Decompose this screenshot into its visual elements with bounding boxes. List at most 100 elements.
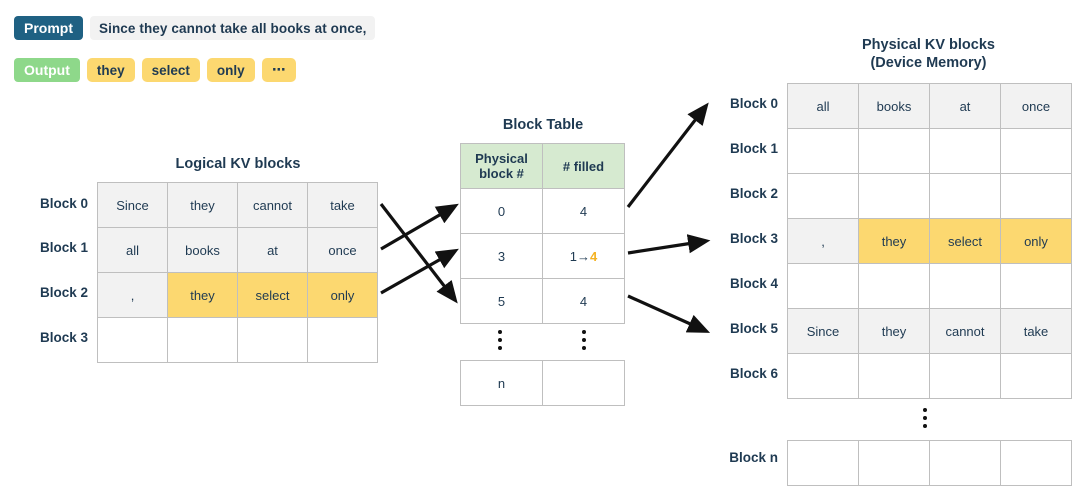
block-table-physical-cell: 3 bbox=[460, 233, 543, 279]
physical-kv-cell bbox=[929, 263, 1001, 309]
physical-kv-cell: take bbox=[1000, 308, 1072, 354]
output-badge: Output bbox=[14, 58, 80, 82]
block-table-header-row: Physical block ## filled bbox=[460, 143, 625, 189]
physical-kv-last-cell bbox=[929, 440, 1001, 486]
block-table-physical-cell: 0 bbox=[460, 188, 543, 234]
physical-kv-row bbox=[787, 353, 1072, 399]
physical-kv-cell bbox=[1000, 263, 1072, 309]
physical-kv-cell bbox=[1000, 173, 1072, 219]
logical-row-label-0: Block 0 bbox=[39, 196, 88, 211]
physical-kv-last-row bbox=[787, 440, 1072, 486]
physical-kv-cell: all bbox=[787, 83, 859, 129]
physical-kv-cell bbox=[787, 128, 859, 174]
logical-kv-title: Logical KV blocks bbox=[175, 156, 301, 172]
physical-kv-cell bbox=[858, 128, 930, 174]
physical-kv-cell bbox=[787, 263, 859, 309]
logical-row-label-3: Block 3 bbox=[39, 330, 88, 345]
block-table-header-cell: Physical block # bbox=[460, 143, 543, 189]
logical-kv-cell bbox=[167, 317, 238, 363]
logical-kv-row bbox=[97, 317, 378, 363]
logical-kv-cell bbox=[237, 317, 308, 363]
logical-kv-cell: once bbox=[307, 227, 378, 273]
physical-kv-cell: at bbox=[929, 83, 1001, 129]
logical-row-label-1: Block 1 bbox=[39, 240, 88, 255]
logical-kv-cell: select bbox=[237, 272, 308, 318]
logical-kv-cell: they bbox=[167, 182, 238, 228]
physical-kv-cell bbox=[858, 173, 930, 219]
physical-kv-last-cell bbox=[787, 440, 859, 486]
physical-kv-cell bbox=[1000, 128, 1072, 174]
physical-kv-row bbox=[787, 263, 1072, 309]
block-table-last-row: n bbox=[460, 360, 625, 406]
block-table-physical-cell: n bbox=[460, 360, 543, 406]
physical-row-label-6: Block 6 bbox=[729, 366, 778, 381]
output-token-ellipsis: ⋯ bbox=[261, 58, 296, 82]
logical-kv-cell: they bbox=[167, 272, 238, 318]
block-table-filled-cell: 1→4 bbox=[542, 233, 625, 279]
block-table-filled-cell: 4 bbox=[542, 278, 625, 324]
logical-row-label-2: Block 2 bbox=[39, 285, 88, 300]
physical-kv-cell: once bbox=[1000, 83, 1072, 129]
logical-kv-cell: Since bbox=[97, 182, 168, 228]
physical-row-label-5: Block 5 bbox=[729, 321, 778, 336]
physical-kv-cell: cannot bbox=[929, 308, 1001, 354]
physical-kv-cell bbox=[787, 353, 859, 399]
block-table-title: Block Table bbox=[502, 117, 584, 133]
block-table-physical-cell: 5 bbox=[460, 278, 543, 324]
physical-row-label-4: Block 4 bbox=[729, 276, 778, 291]
prompt-badge: Prompt bbox=[14, 16, 83, 40]
arrow-logical0-to-row5 bbox=[379, 203, 458, 304]
logical-kv-cell: , bbox=[97, 272, 168, 318]
physical-kv-cell: books bbox=[858, 83, 930, 129]
physical-kv-cell bbox=[929, 128, 1001, 174]
block-table-ellipsis-right bbox=[577, 326, 591, 354]
physical-kv-cell: only bbox=[1000, 218, 1072, 264]
block-table-last-row-tr: n bbox=[460, 360, 625, 406]
physical-kv-cell bbox=[858, 353, 930, 399]
physical-row-label-n: Block n bbox=[729, 450, 778, 465]
physical-kv-cell: select bbox=[929, 218, 1001, 264]
physical-kv-cell bbox=[1000, 353, 1072, 399]
block-table-filled-cell bbox=[542, 360, 625, 406]
physical-row-label-1: Block 1 bbox=[729, 141, 778, 156]
logical-kv-cell: take bbox=[307, 182, 378, 228]
output-row: Output they select only ⋯ bbox=[14, 58, 296, 82]
physical-kv-cell bbox=[858, 263, 930, 309]
arrow-logical1-to-row0 bbox=[380, 203, 459, 251]
physical-kv-last-cell bbox=[1000, 440, 1072, 486]
physical-kv-cell: they bbox=[858, 218, 930, 264]
physical-kv-last-row bbox=[787, 440, 1072, 486]
prompt-text: Since they cannot take all books at once… bbox=[90, 16, 376, 40]
logical-kv-cell: at bbox=[237, 227, 308, 273]
logical-kv-cell bbox=[307, 317, 378, 363]
physical-kv-cell bbox=[929, 353, 1001, 399]
physical-row-label-0: Block 0 bbox=[729, 96, 778, 111]
physical-ellipsis bbox=[918, 404, 932, 432]
physical-kv-title: Physical KV blocks (Device Memory) bbox=[862, 37, 995, 71]
output-token: only bbox=[206, 58, 255, 82]
physical-kv-row bbox=[787, 173, 1072, 219]
logical-kv-cell bbox=[97, 317, 168, 363]
logical-kv-cell: cannot bbox=[237, 182, 308, 228]
logical-kv-cell: only bbox=[307, 272, 378, 318]
block-table-ellipsis-left bbox=[493, 326, 507, 354]
logical-kv-cell: all bbox=[97, 227, 168, 273]
block-table-filled-cell: 4 bbox=[542, 188, 625, 234]
output-token: select bbox=[141, 58, 200, 82]
physical-row-label-2: Block 2 bbox=[729, 186, 778, 201]
physical-kv-cell bbox=[929, 173, 1001, 219]
physical-kv-cell: Since bbox=[787, 308, 859, 354]
